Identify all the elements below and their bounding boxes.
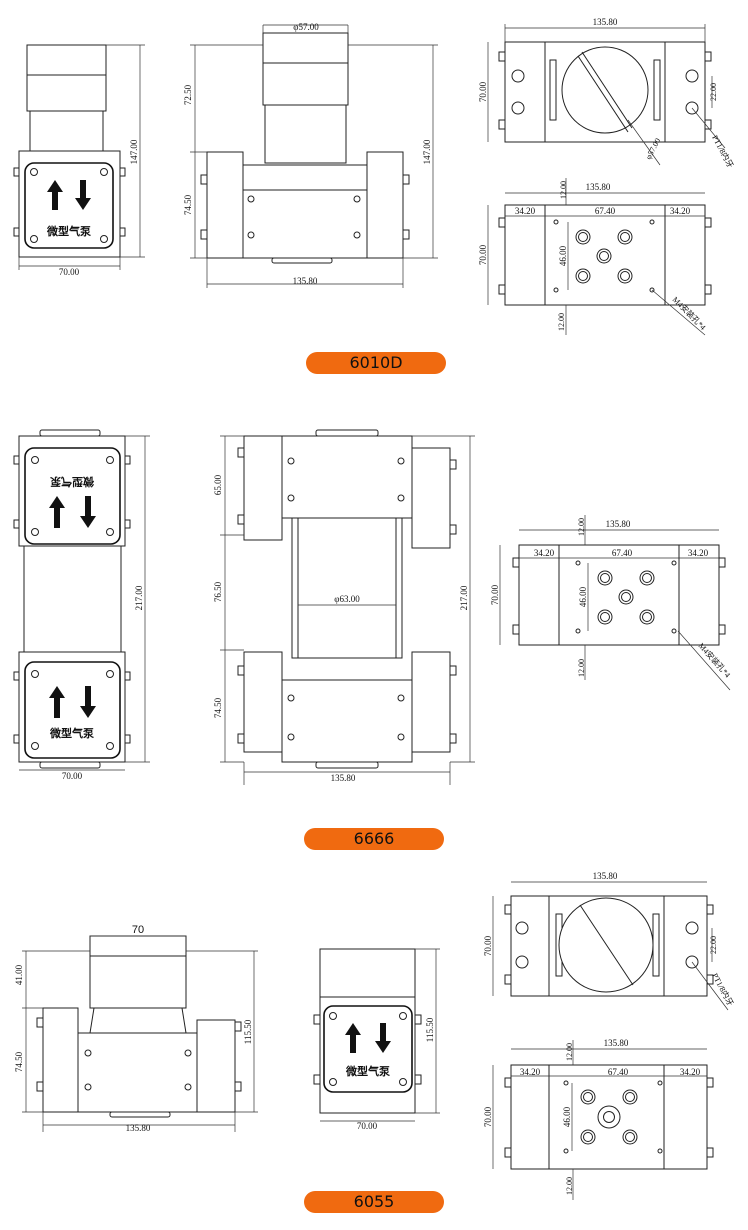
dim-center: 67.40 — [595, 206, 616, 216]
dim-side: 34.20 — [670, 206, 691, 216]
6010d-bottom-view: 135.80 34.20 67.40 34.20 70.00 46.00 12.… — [478, 178, 712, 336]
dim-center: 67.40 — [608, 1067, 629, 1077]
dim-width: 70.00 — [483, 1106, 493, 1127]
dim-length: 135.80 — [606, 519, 631, 529]
model-label-6055: 6055 — [304, 1191, 444, 1213]
dim-edge: 12.00 — [557, 313, 566, 331]
dim-length: 135.80 — [126, 1123, 151, 1133]
6055-side-view: 70 41.00 74.50 115.50 135.80 — [14, 924, 258, 1133]
6666-bottom-view: 135.80 34.20 67.40 34.20 70.00 46.00 12.… — [490, 515, 733, 691]
dim-upper: 72.50 — [183, 84, 193, 105]
6010d-side-view: φ57.00 72.50 74.50 147.00 135.80 — [183, 22, 438, 288]
pump-label: 微型气泵 — [345, 1064, 390, 1078]
dim-hole-pitch: 46.00 — [558, 245, 568, 266]
dim-port-pitch: 22.00 — [709, 83, 718, 101]
6666-side-view: φ63.00 65.00 76.50 74.50 217.00 135.80 — [213, 429, 475, 785]
dim-width: 70.00 — [357, 1121, 378, 1131]
model-label-6010d: 6010D — [306, 352, 446, 374]
6055-front-view: 微型气泵 70.00 115.50 — [313, 948, 440, 1131]
dim-width-tag: 70 — [132, 924, 144, 936]
dim-middle: 76.50 — [213, 581, 223, 602]
dim-hole-pitch: 46.00 — [578, 586, 588, 607]
6666-front-view: 微型气泵 微型气泵 70.00 217.00 — [13, 429, 150, 781]
dim-upper: 41.00 — [14, 964, 24, 985]
dim-side: 34.20 — [520, 1067, 541, 1077]
dim-height: 147.00 — [422, 139, 432, 164]
pump-label: 微型气泵 — [49, 726, 94, 740]
dim-diameter: φ63.00 — [334, 594, 360, 604]
model-label-6666: 6666 — [304, 828, 444, 850]
dim-width: 70.00 — [478, 244, 488, 265]
dim-height: 217.00 — [134, 585, 144, 610]
dim-edge: 12.00 — [577, 518, 586, 536]
thread-label: PT1/8内牙 — [710, 133, 736, 169]
6010d-top-view: 135.80 70.00 22.00 φ57.00 PT1/8内牙 — [478, 17, 736, 169]
dim-width: 70.00 — [490, 584, 500, 605]
pump-label: 微型气泵 — [46, 224, 91, 238]
dim-height: 115.50 — [243, 1019, 253, 1044]
dim-lower: 74.50 — [14, 1051, 24, 1072]
dim-width: 70.00 — [478, 81, 488, 102]
dim-side: 34.20 — [688, 548, 709, 558]
dim-side: 34.20 — [680, 1067, 701, 1077]
dim-edge: 12.00 — [565, 1177, 574, 1195]
dim-upper: 65.00 — [213, 474, 223, 495]
dim-height: 217.00 — [459, 585, 469, 610]
dim-hole-pitch: 46.00 — [562, 1106, 572, 1127]
dim-length: 135.80 — [593, 871, 618, 881]
dim-port-pitch: 22.00 — [709, 936, 718, 954]
dim-side: 34.20 — [515, 206, 536, 216]
dim-length: 135.80 — [593, 17, 618, 27]
6010d-front-view: 微型气泵 70.00 147.00 — [13, 44, 145, 277]
dim-edge: 12.00 — [559, 181, 568, 199]
dim-length: 135.80 — [586, 182, 611, 192]
6055-bottom-view: 135.80 34.20 67.40 34.20 70.00 46.00 12.… — [483, 1038, 714, 1200]
thread-label: PT1/8内牙 — [710, 971, 736, 1007]
dim-lower: 74.50 — [183, 194, 193, 215]
dim-width: 70.00 — [483, 935, 493, 956]
dim-side: 34.20 — [534, 548, 555, 558]
dim-height: 147.00 — [129, 139, 139, 164]
dim-edge: 12.00 — [577, 659, 586, 677]
dim-height: 115.50 — [425, 1017, 435, 1042]
dim-width: 70.00 — [59, 267, 80, 277]
dim-edge: 12.00 — [565, 1043, 574, 1061]
dim-width: 70.00 — [62, 771, 83, 781]
dim-diameter: φ57.00 — [293, 22, 319, 32]
dim-length: 135.80 — [604, 1038, 629, 1048]
dim-length: 135.80 — [293, 276, 318, 286]
dim-length: 135.80 — [331, 773, 356, 783]
mount-hole-label: M4安装孔*4 — [697, 641, 733, 680]
dim-lower: 74.50 — [213, 697, 223, 718]
pump-label-flipped: 微型气泵 — [50, 475, 95, 489]
dim-center: 67.40 — [612, 548, 633, 558]
6055-top-view: 135.80 70.00 22.00 PT1/8内牙 — [483, 871, 736, 1011]
